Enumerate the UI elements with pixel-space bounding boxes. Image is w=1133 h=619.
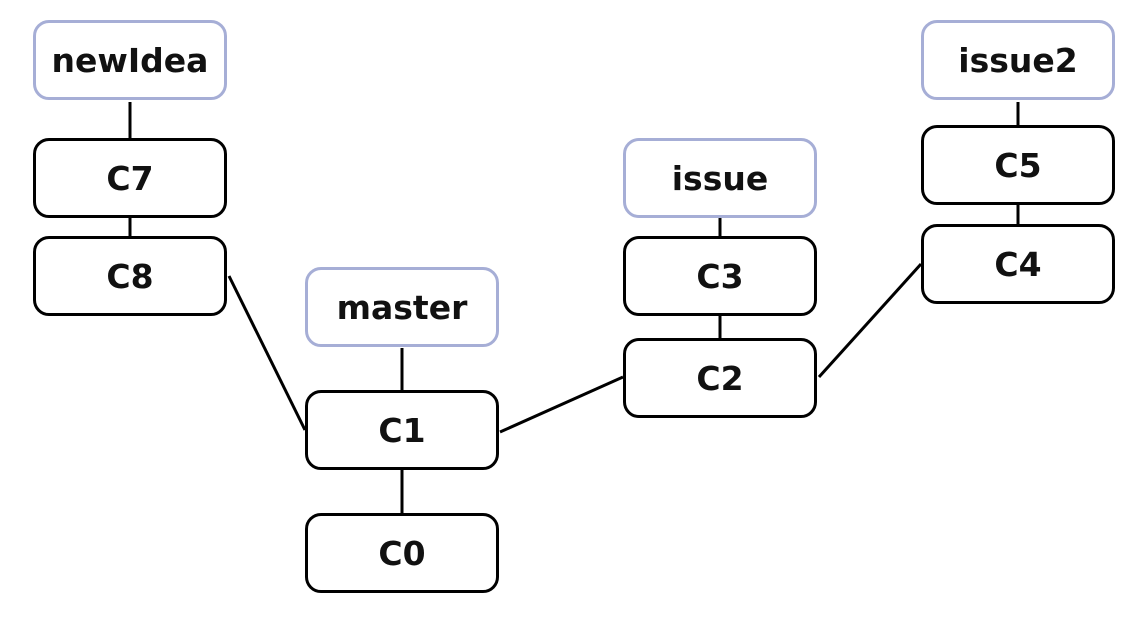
commit-c0: C0 <box>305 513 499 593</box>
branch-newidea: newIdea <box>33 20 227 100</box>
commit-c3: C3 <box>623 236 817 316</box>
commit-c4: C4 <box>921 224 1115 304</box>
commit-c5: C5 <box>921 125 1115 205</box>
branch-issue: issue <box>623 138 817 218</box>
branch-issue2: issue2 <box>921 20 1115 100</box>
edge-c8-c1 <box>227 275 307 431</box>
commit-c7: C7 <box>33 138 227 218</box>
branch-master: master <box>305 267 499 347</box>
edge-c2-c4 <box>817 262 923 379</box>
commit-c8: C8 <box>33 236 227 316</box>
edge-c1-c2 <box>499 375 624 434</box>
commit-c2: C2 <box>623 338 817 418</box>
commit-c1: C1 <box>305 390 499 470</box>
